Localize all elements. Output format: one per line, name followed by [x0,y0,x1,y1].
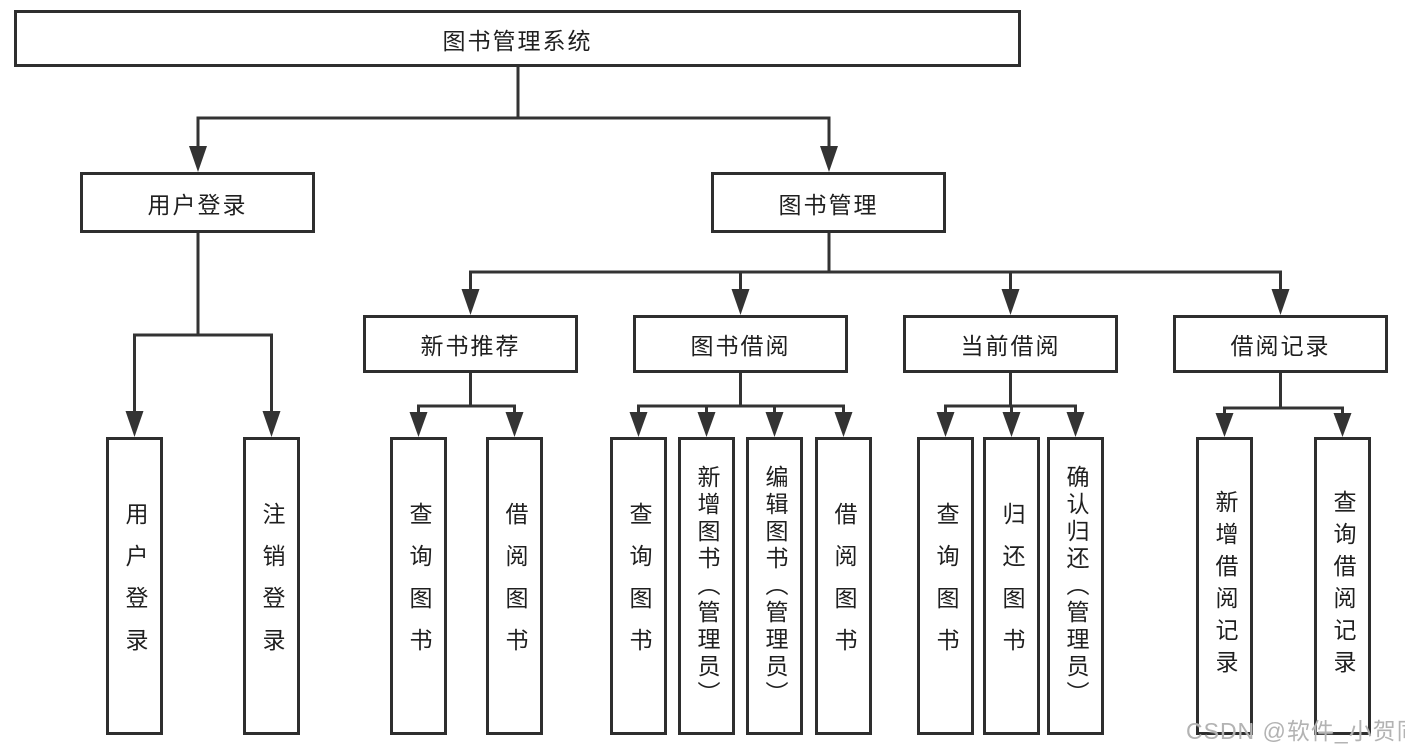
node-book-management: 图书管理 [711,172,946,233]
leaf-br-add-borrow-record: 新增借阅记录 [1196,437,1253,735]
leaf-logout: 注销登录 [243,437,300,735]
leaf-bb-borrow-book: 借阅图书 [815,437,872,735]
leaf-bb-edit-book-admin: 编辑图书（管理员） [746,437,803,735]
node-current-borrow: 当前借阅 [903,315,1118,373]
node-label: 借阅记录 [1230,333,1331,359]
leaf-label: 归还图书 [999,502,1025,670]
node-label: 图书借阅 [690,333,791,359]
leaf-label: 新增图书（管理员） [694,464,720,708]
node-borrow-record: 借阅记录 [1173,315,1388,373]
leaf-cb-query-book: 查询图书 [917,437,974,735]
branch-current-borrow [936,371,1085,437]
leaf-cb-return-book: 归还图书 [983,437,1040,735]
leaf-nb-query-book: 查询图书 [390,437,447,735]
node-book-borrow: 图书借阅 [633,315,848,373]
node-library-management-system: 图书管理系统 [14,10,1021,67]
leaf-bb-query-book: 查询图书 [610,437,667,735]
node-label: 新书推荐 [420,333,521,359]
leaf-label: 查询图书 [933,502,959,670]
branch-borrow-record [1215,371,1352,437]
leaf-br-query-borrow-record: 查询借阅记录 [1314,437,1371,735]
leaf-label: 查询图书 [406,502,432,670]
node-label: 图书管理系统 [442,27,593,54]
leaf-label: 借阅图书 [502,502,528,670]
leaf-cb-confirm-return-admin: 确认归还（管理员） [1047,437,1104,735]
branch-book-management [461,231,1290,315]
leaf-nb-borrow-book: 借阅图书 [486,437,543,735]
node-label: 当前借阅 [960,333,1061,359]
leaf-user-login: 用户登录 [106,437,163,735]
node-label: 图书管理 [778,191,879,218]
leaf-label: 用户登录 [122,502,148,670]
leaf-label: 注销登录 [259,502,285,670]
branch-book-borrow [629,371,853,437]
node-new-book-recommend: 新书推荐 [363,315,578,373]
leaf-label: 查询图书 [626,502,652,670]
leaf-label: 借阅图书 [831,502,857,670]
leaf-label: 查询借阅记录 [1330,490,1356,682]
leaf-label: 编辑图书（管理员） [762,464,788,708]
branch-new-book [409,371,524,437]
branch-user-login [125,231,281,437]
leaf-bb-add-book-admin: 新增图书（管理员） [678,437,735,735]
node-user-login: 用户登录 [80,172,315,233]
node-label: 用户登录 [147,191,248,218]
csdn-watermark: CSDN @软件_小贺同学 [1186,718,1405,744]
leaf-label: 确认归还（管理员） [1063,464,1089,708]
branch-root [189,64,838,172]
leaf-label: 新增借阅记录 [1212,490,1238,682]
